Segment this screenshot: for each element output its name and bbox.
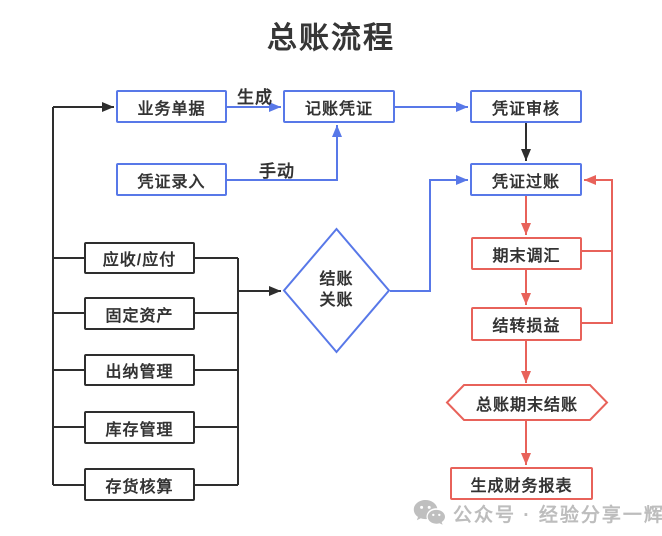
closing-decision-line1: 结账 — [319, 271, 354, 288]
node-carry-forward-pnl: 结转损益 — [471, 307, 582, 341]
watermark-text: 公众号 · 经验分享一辉 — [453, 504, 662, 526]
edge-label-manual: 手动 — [259, 162, 295, 181]
wechat-icon — [413, 500, 445, 525]
closing-decision-label: 结账 关账 — [284, 269, 389, 311]
node-voucher-posting: 凭证过账 — [470, 163, 582, 196]
node-inventory-management: 库存管理 — [84, 411, 195, 444]
watermark: 公众号 · 经验分享一辉 — [413, 499, 662, 527]
node-generate-financial-reports: 生成财务报表 — [450, 467, 593, 500]
page-title: 总账流程 — [267, 22, 395, 55]
node-fixed-assets: 固定资产 — [84, 297, 195, 330]
node-voucher-entry: 凭证录入 — [116, 163, 227, 196]
closing-decision-diamond-shape — [282, 227, 391, 354]
node-business-documents: 业务单据 — [116, 90, 227, 123]
node-gl-period-end-closing: 总账期末结账 — [475, 396, 578, 414]
node-cashier-management: 出纳管理 — [84, 354, 195, 386]
gl-period-end-closing-hexagon-shape — [445, 384, 609, 421]
node-receivables-payables: 应收/应付 — [84, 242, 195, 274]
node-voucher-audit: 凭证审核 — [470, 90, 582, 123]
node-period-end-fx-adjust: 期末调汇 — [471, 237, 582, 270]
closing-decision-line2: 关账 — [319, 292, 354, 309]
node-stock-accounting: 存货核算 — [84, 468, 195, 501]
node-bookkeeping-voucher: 记账凭证 — [283, 90, 395, 123]
edge-label-generate: 生成 — [237, 88, 273, 107]
